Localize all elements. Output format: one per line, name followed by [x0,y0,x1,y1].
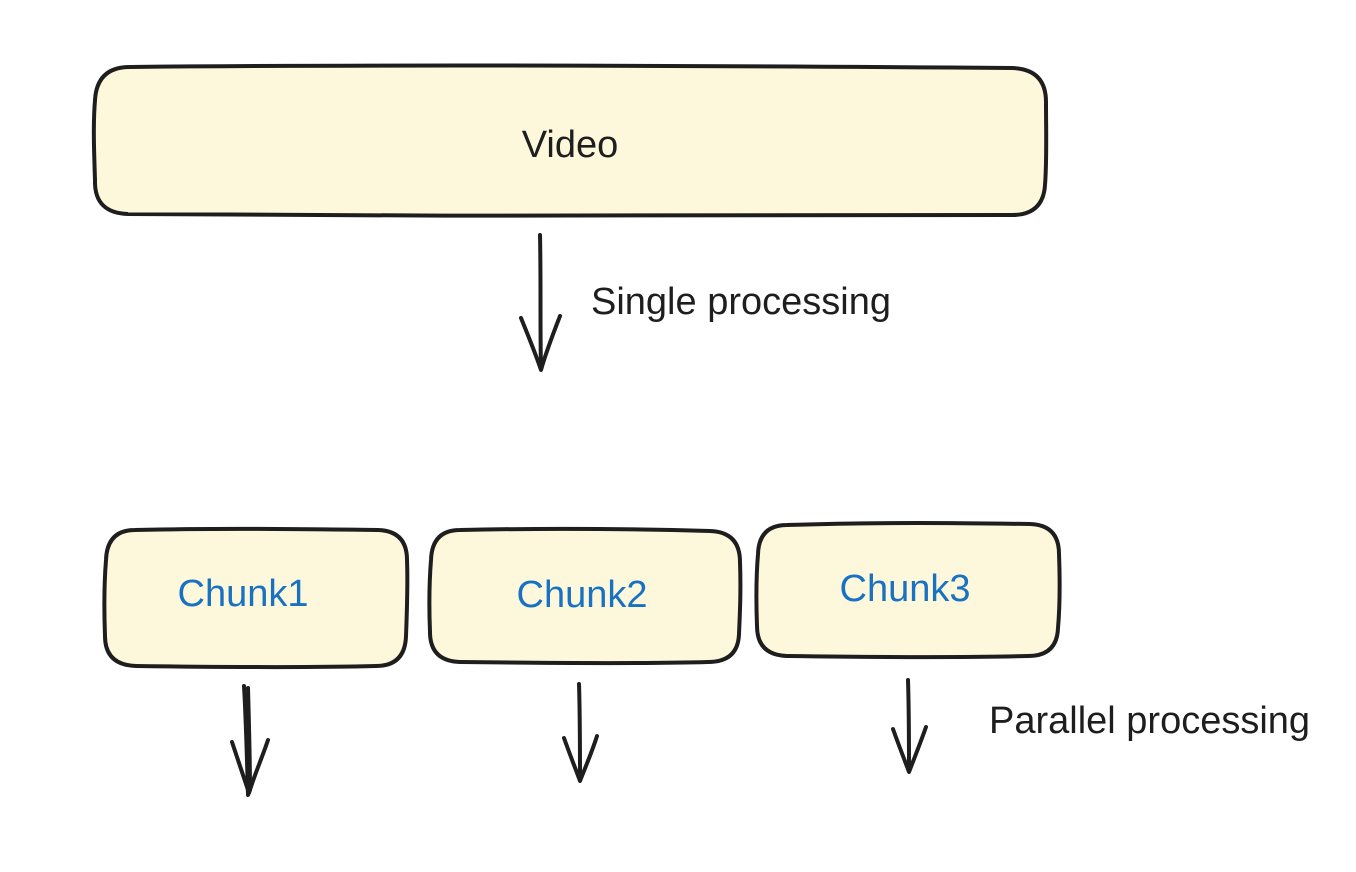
chunk3-arrow-head [891,725,928,774]
chunk2-label: Chunk2 [517,574,648,616]
chunk2-arrow-shaft [577,682,582,782]
video-box [91,63,1049,219]
parallel-processing-label: Parallel processing [989,700,1310,742]
chunk1-box [102,526,410,670]
chunk3-arrow [891,678,928,774]
chunk2-arrow [562,682,599,783]
video-node[interactable]: Video [91,63,1049,219]
single-processing-arrow [519,233,562,372]
video-label: Video [522,124,619,166]
chunk3-box [754,521,1062,660]
chunk1-arrow-head [230,738,270,795]
single-processing-label: Single processing [591,281,891,323]
chunk3-arrow-shaft [906,678,911,773]
chunk2-box [427,526,743,666]
single-arrow-shaft [538,233,543,370]
chunk2-arrow-head [562,734,599,783]
chunk1-arrow-shaft-2 [246,686,252,792]
chunk1-node[interactable]: Chunk1 [102,526,410,670]
chunk3-label: Chunk3 [840,568,971,610]
chunk2-node[interactable]: Chunk2 [427,526,743,666]
chunk1-label: Chunk1 [178,573,309,615]
single-arrow-head [519,314,562,372]
chunk3-node[interactable]: Chunk3 [754,521,1062,660]
chunk1-arrow [230,684,270,797]
